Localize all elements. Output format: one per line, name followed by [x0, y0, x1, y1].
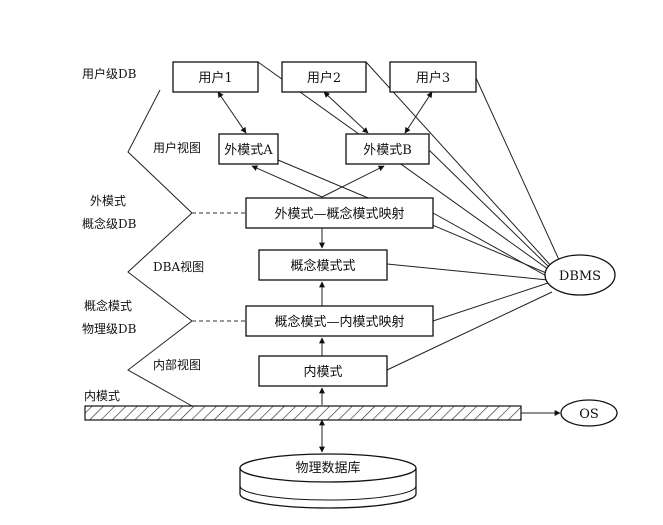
dbms-label: DBMS	[559, 269, 601, 284]
concept-schema-side-label: 概念模式	[84, 298, 132, 313]
user3-label: 用户3	[416, 70, 450, 86]
internal-schema-box: 内模式	[258, 355, 388, 387]
physical-database-label: 物理数据库	[295, 460, 360, 476]
internal-view-label: 内部视图	[153, 357, 201, 372]
internal-schema-side-label: 内模式	[84, 389, 120, 403]
dba-view-label: DBA视图	[153, 259, 204, 274]
user-view-arrows	[217, 91, 433, 134]
concept-internal-mapping-label: 概念模式—内模式映射	[274, 314, 404, 330]
external-schema-a-box: 外模式A	[218, 133, 279, 165]
physical-database-cylinder: 物理数据库	[239, 453, 417, 509]
user1-box: 用户1	[172, 61, 259, 93]
concept-internal-mapping-box: 概念模式—内模式映射	[245, 305, 434, 337]
os-label: OS	[579, 407, 599, 422]
concept-schema-box: 概念模式式	[258, 249, 388, 281]
external-concept-mapping-box: 外模式—概念模式映射	[245, 197, 434, 229]
dbms-connection-lines	[257, 61, 561, 371]
mapping-to-external-arrows	[251, 165, 385, 198]
user-view-label: 用户视图	[153, 140, 201, 155]
dbms-node: DBMS	[544, 254, 616, 296]
external-concept-mapping-label: 外模式—概念模式映射	[274, 206, 404, 222]
user2-box: 用户2	[281, 61, 367, 93]
external-schema-side-label: 外模式	[90, 194, 126, 208]
external-schema-b-label: 外模式B	[363, 143, 412, 158]
level-boundary-zigzag	[127, 89, 193, 407]
storage-layer-bar	[84, 405, 522, 421]
user-level-db-label: 用户级DB	[82, 66, 137, 81]
os-node: OS	[560, 399, 618, 427]
internal-schema-label: 内模式	[303, 364, 342, 380]
external-schema-b-box: 外模式B	[345, 133, 430, 165]
user3-box: 用户3	[389, 61, 477, 93]
concept-level-db-label: 概念级DB	[82, 216, 137, 231]
external-schema-a-label: 外模式A	[224, 143, 273, 158]
physical-level-db-label: 物理级DB	[82, 322, 137, 336]
user2-label: 用户2	[307, 70, 341, 86]
user1-label: 用户1	[198, 70, 232, 86]
concept-schema-label: 概念模式式	[290, 258, 355, 274]
